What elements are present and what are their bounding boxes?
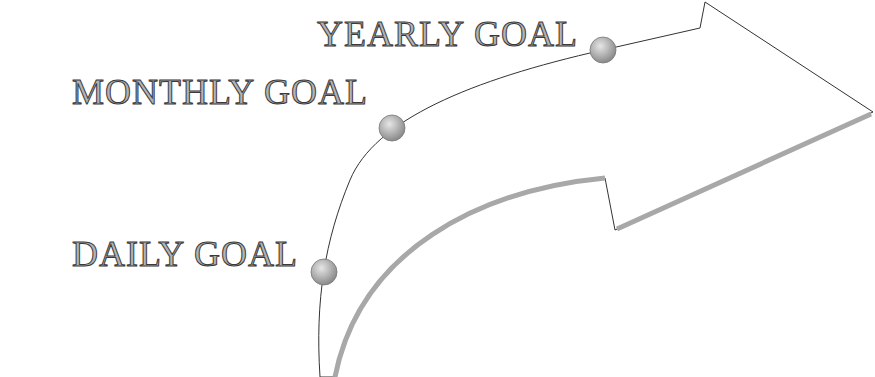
arrow-shade <box>335 178 605 377</box>
milestone-dot <box>311 259 337 285</box>
arrow-outline <box>319 2 873 377</box>
milestone-dot <box>590 37 616 63</box>
milestone-dot <box>379 115 405 141</box>
goal-label: DAILY GOAL <box>72 236 298 272</box>
goal-label: MONTHLY GOAL <box>72 74 368 110</box>
goal-label: YEARLY GOAL <box>317 16 578 52</box>
arrow-shade <box>617 114 871 229</box>
